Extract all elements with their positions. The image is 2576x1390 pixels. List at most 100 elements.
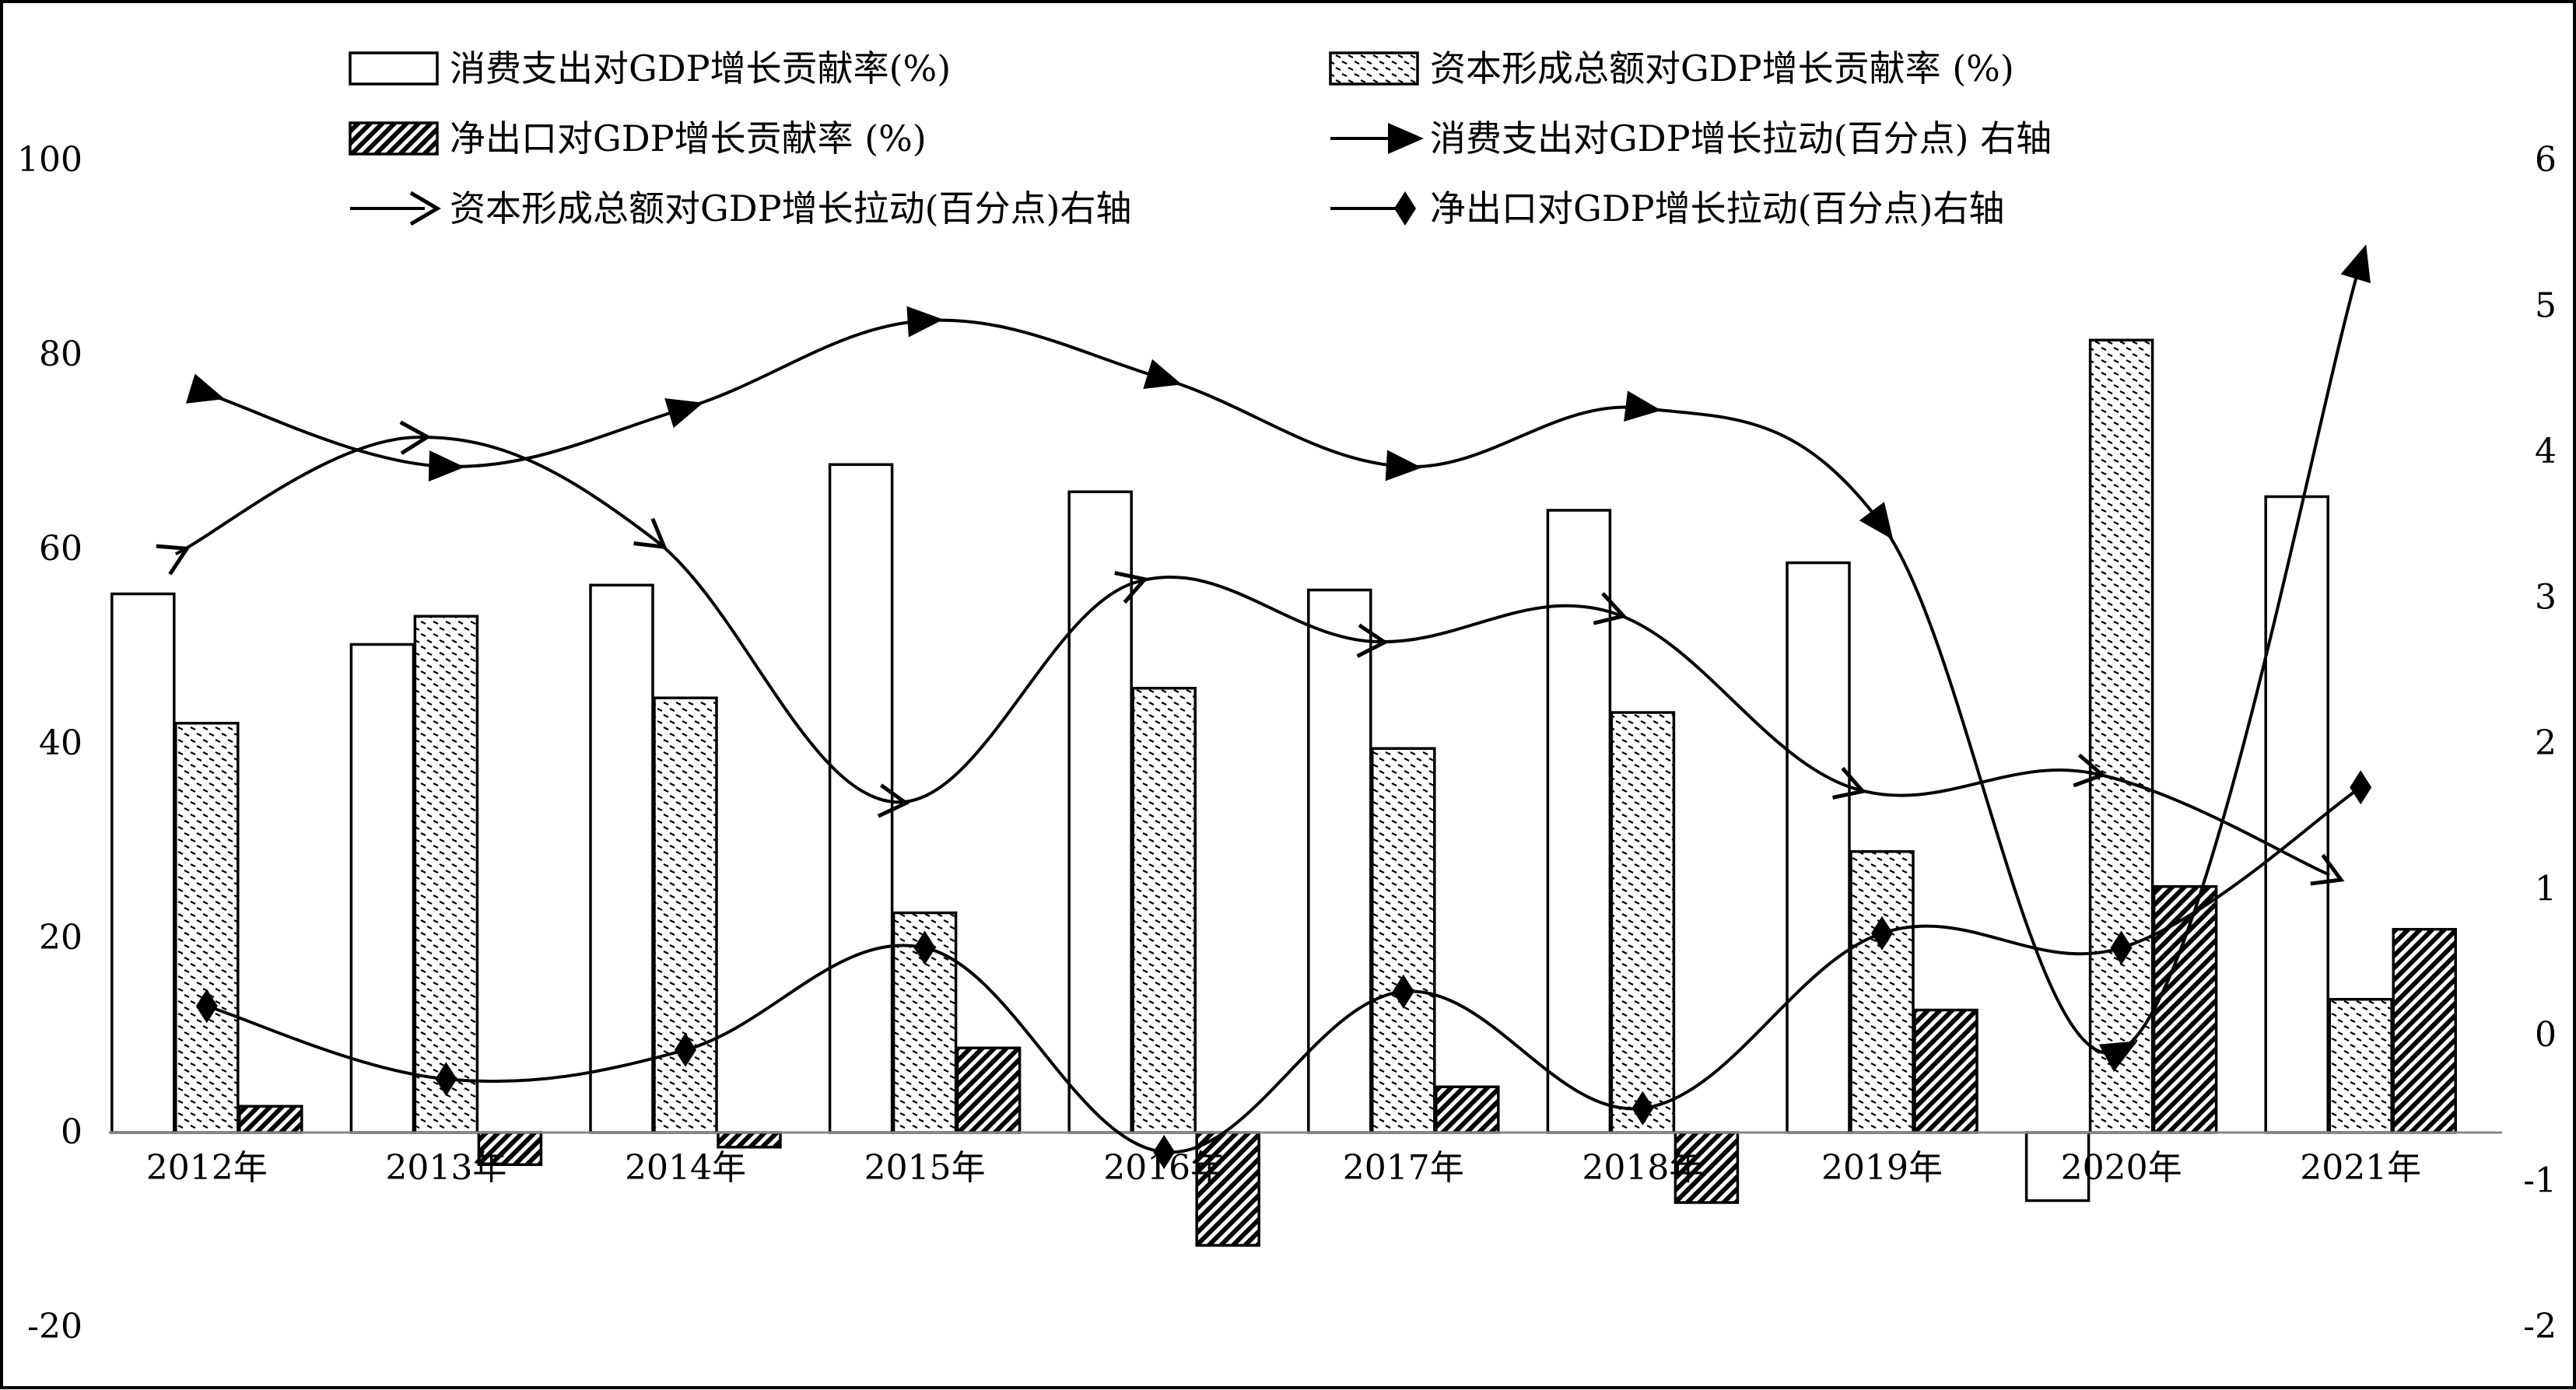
point-marker-open-arrow [409, 191, 441, 226]
diamond-marker [1394, 191, 1416, 226]
bar-dotted [2328, 998, 2393, 1134]
y-tick-label: -20 [27, 1307, 82, 1346]
arrow-marker [633, 517, 668, 550]
legend-item: 资本形成总额对GDP增长拉动(百分点)右轴 [350, 187, 1131, 229]
bar-hollow [2264, 495, 2329, 1134]
diamond-marker [1631, 1091, 1654, 1126]
point-marker-triangle [2340, 244, 2371, 284]
y2-tick-label: 3 [2535, 578, 2557, 618]
contribution-chart: 消费支出对GDP增长贡献率(%) 资本形成总额对GDP增长贡献率 (%) 净出口对G… [17, 47, 2557, 1346]
bar-hatched [238, 1105, 303, 1134]
point-marker-triangle [185, 373, 225, 404]
y2-tick-label: 1 [2535, 870, 2557, 909]
bar-hatched [477, 1131, 543, 1166]
point-marker-triangle [1859, 502, 1894, 540]
bar-dotted [1610, 711, 1676, 1134]
point-marker-triangle [1385, 450, 1422, 481]
diamond-marker [2350, 770, 2372, 805]
triangle-marker [185, 373, 225, 404]
legend-item: 消费支出对GDP增长拉动(百分点) 右轴 [1330, 117, 2052, 159]
triangle-marker [1143, 359, 1183, 389]
legend-item: 净出口对GDP增长拉动(百分点)右轴 [1330, 187, 2004, 229]
point-marker-open-arrow [2310, 853, 2345, 886]
legend-swatch [349, 51, 439, 86]
arrow-marker [1356, 623, 1389, 658]
x-tick-label: 2013年 [385, 1148, 506, 1188]
y-tick-label: 0 [61, 1112, 82, 1152]
y2-tick-label: 0 [2535, 1015, 2557, 1055]
point-marker-diamond [2110, 930, 2133, 965]
y-tick-label: 60 [39, 529, 82, 569]
y-tick-label: 40 [39, 723, 82, 763]
arrow-marker [156, 544, 191, 576]
arrow-marker [1593, 592, 1628, 625]
point-marker-open-arrow [156, 544, 191, 576]
triangle-marker [2340, 244, 2371, 284]
point-marker-triangle [1388, 123, 1424, 154]
x-tick-label: 2014年 [625, 1148, 746, 1188]
series-line-diamond [206, 786, 2362, 1154]
legend-swatch [349, 121, 439, 156]
diamond-marker [913, 930, 936, 965]
legend-label: 消费支出对GDP增长拉动(百分点) 右轴 [1430, 117, 2052, 159]
point-marker-open-arrow [1832, 766, 1866, 800]
diamond-marker [675, 1032, 696, 1067]
arrow-marker [409, 191, 441, 226]
point-marker-open-arrow [399, 420, 432, 455]
triangle-marker [428, 450, 465, 482]
arrow-marker [2073, 753, 2107, 788]
point-marker-diamond [435, 1062, 457, 1097]
triangle-marker [1385, 450, 1422, 481]
bar-hatched [1435, 1085, 1500, 1134]
legend: 消费支出对GDP增长贡献率(%) 资本形成总额对GDP增长贡献率 (%) 净出口对G… [349, 47, 2052, 229]
triangle-marker [1859, 502, 1894, 540]
point-marker-diamond [1871, 916, 1893, 951]
legend-item: 消费支出对GDP增长贡献率(%) [349, 47, 951, 89]
x-tick-label: 2015年 [864, 1148, 986, 1188]
bar-dotted [1849, 850, 1915, 1134]
triangle-marker [1388, 123, 1424, 154]
y-tick-label: 80 [39, 334, 82, 374]
point-marker-triangle [2098, 1041, 2138, 1072]
point-marker-diamond [1394, 191, 1416, 226]
diamond-marker [1871, 916, 1893, 951]
legend-label: 资本形成总额对GDP增长贡献率 (%) [1430, 47, 2014, 89]
x-tick-label: 2019年 [1821, 1148, 1943, 1188]
arrow-marker [2310, 853, 2345, 886]
point-marker-diamond [1392, 974, 1414, 1009]
point-marker-diamond [913, 930, 936, 965]
point-marker-open-arrow [2073, 753, 2107, 788]
arrow-marker [1114, 571, 1149, 604]
y2-tick-label: 5 [2535, 286, 2557, 326]
diamond-marker [1392, 974, 1414, 1009]
point-marker-open-arrow [633, 517, 668, 550]
x-tick-label: 2020年 [2061, 1148, 2182, 1188]
bar-hollow [110, 592, 176, 1134]
point-marker-open-arrow [1114, 571, 1149, 604]
series-line-triangle [206, 261, 2363, 1055]
point-marker-diamond [2350, 770, 2372, 805]
bar-dotted [2088, 338, 2154, 1134]
point-marker-triangle [428, 450, 465, 482]
triangle-marker [664, 398, 703, 429]
bar-dotted [653, 696, 718, 1134]
bar-dotted [1371, 747, 1436, 1134]
bar-hatched [2392, 928, 2457, 1134]
bar-hollow [589, 583, 654, 1134]
bar-hatched [2152, 885, 2218, 1134]
series-line-open-arrow [174, 436, 2330, 877]
triangle-marker [906, 306, 944, 338]
legend-label: 净出口对GDP增长拉动(百分点)右轴 [1430, 187, 2004, 229]
bar-hatched [955, 1046, 1022, 1134]
bar-dotted [1131, 687, 1197, 1134]
legend-swatch [1329, 51, 1419, 86]
legend-item: 净出口对GDP增长贡献率 (%) [349, 117, 927, 159]
bar-dotted [413, 614, 479, 1134]
y-tick-label: 100 [17, 140, 82, 180]
bar-dotted [174, 722, 240, 1134]
x-tick-label: 2021年 [2300, 1148, 2421, 1188]
bar-hatched [717, 1131, 782, 1149]
point-marker-diamond [1153, 1135, 1176, 1169]
y2-tick-label: 2 [2535, 723, 2557, 763]
